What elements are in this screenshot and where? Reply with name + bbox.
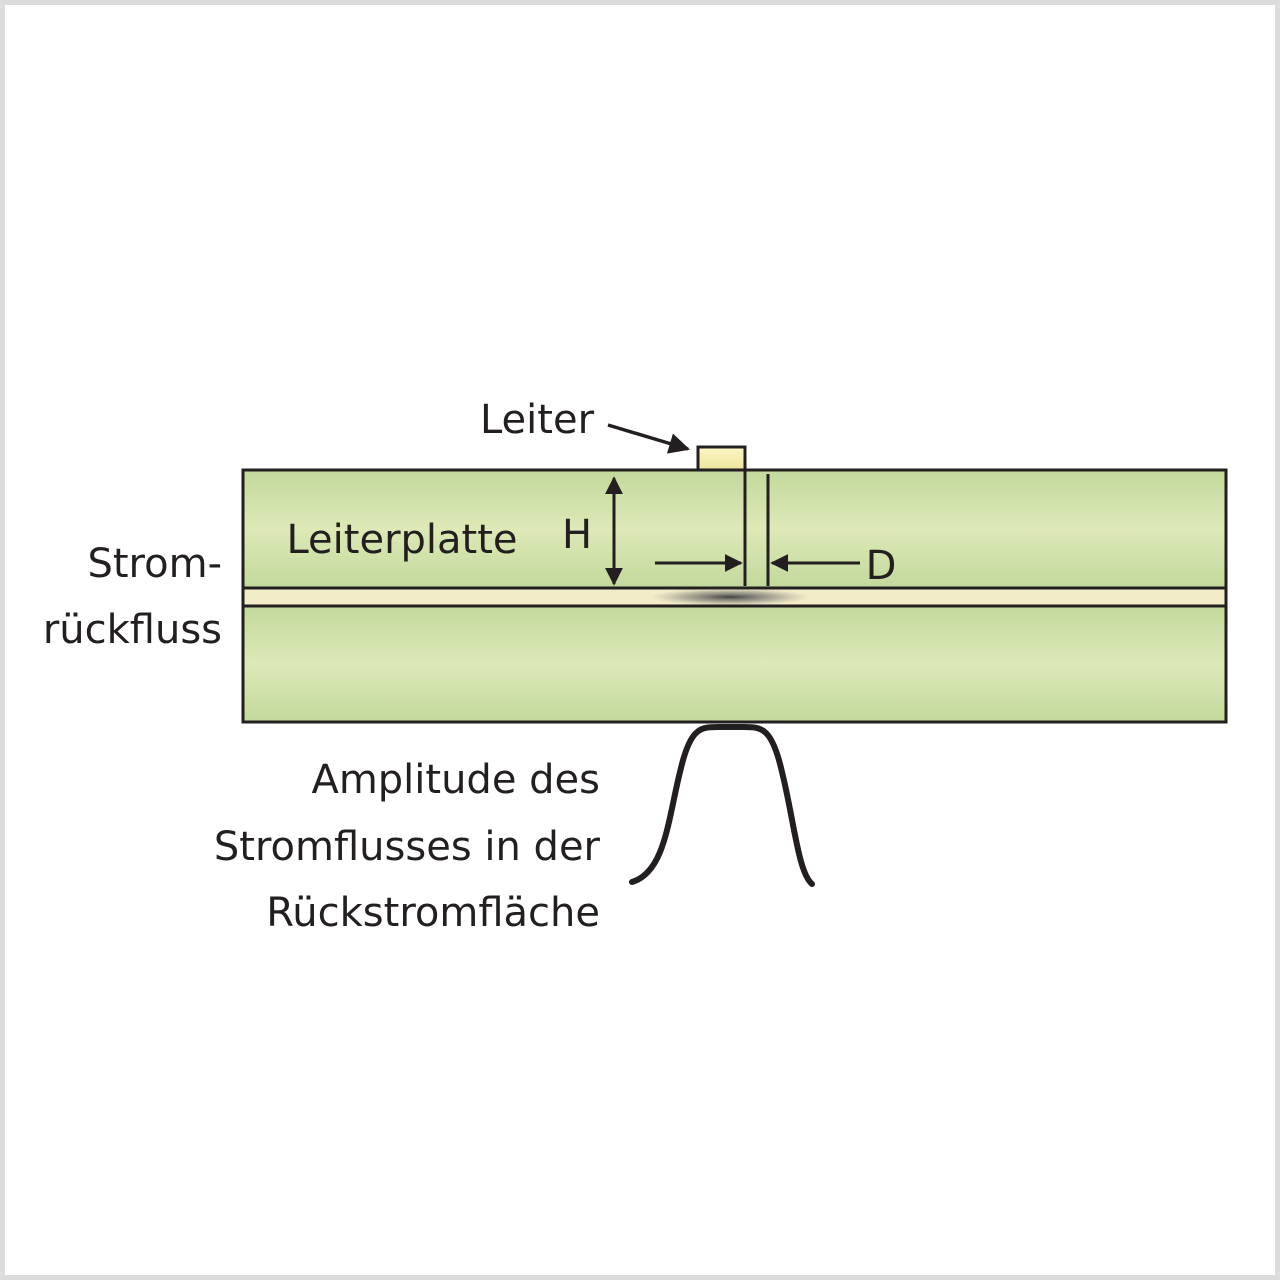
conductor-label: Leiter [480,397,595,443]
return-current-hotspot [650,588,810,606]
board-label: Leiterplatte [286,517,517,563]
height-label: H [562,512,592,558]
distance-label: D [866,543,897,589]
amplitude-label-line2: Stromflusses in der [214,824,601,870]
conductor-pointer-arrow [607,423,691,454]
amplitude-label-line3: Rückstromfläche [266,890,600,936]
current-amplitude-curve [629,724,815,887]
amplitude-label-line1: Amplitude des [311,757,600,803]
board-lower-layer [241,604,1228,724]
return-label-line2: rückfluss [43,607,222,653]
return-label-line1: Strom- [87,541,222,587]
conductor-trace [696,445,747,472]
